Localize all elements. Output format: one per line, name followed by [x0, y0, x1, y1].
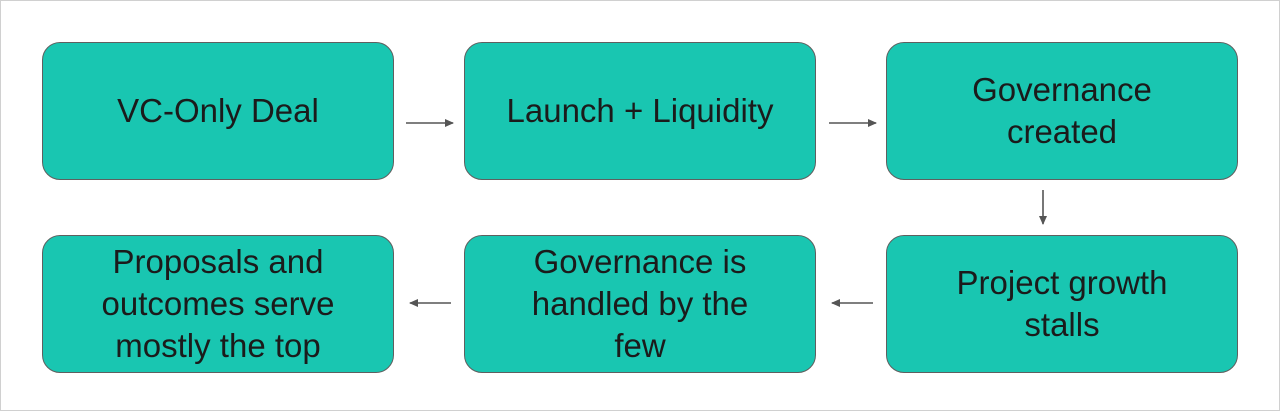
node-proposals-outcomes: Proposals and outcomes serve mostly the … — [42, 235, 394, 373]
node-governance-created: Governance created — [886, 42, 1238, 180]
node-label: Project growth stalls — [956, 264, 1168, 343]
node-label: Proposals and outcomes serve mostly the … — [101, 243, 335, 364]
node-label: Launch + Liquidity — [506, 92, 774, 129]
node-label: Governance created — [972, 71, 1152, 150]
node-label: Governance is handled by the few — [531, 243, 749, 364]
node-launch-liquidity: Launch + Liquidity — [464, 42, 816, 180]
node-vc-only-deal: VC-Only Deal — [42, 42, 394, 180]
node-project-growth-stalls: Project growth stalls — [886, 235, 1238, 373]
node-label: VC-Only Deal — [117, 92, 319, 129]
node-governance-handled-by-few: Governance is handled by the few — [464, 235, 816, 373]
